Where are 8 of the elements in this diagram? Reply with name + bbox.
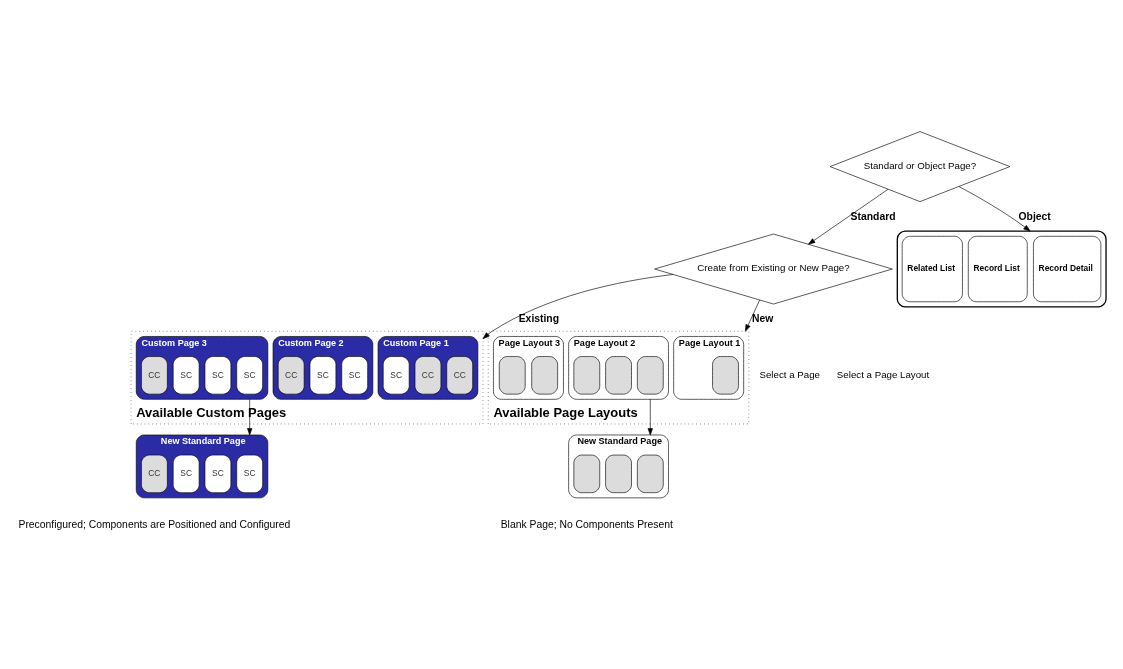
node-label: Preconfigured; Components are Positioned and Configured: [18, 519, 291, 531]
label: Select a Page Layout: [836, 368, 930, 380]
edge-label: Object: [1018, 210, 1051, 222]
edge-label: Standard: [850, 210, 896, 222]
label: Select a Page: [759, 368, 820, 380]
edge-label: Existing: [518, 313, 560, 325]
node-label: Blank Page; No Components Present: [500, 519, 673, 531]
edge-label: New: [752, 313, 774, 325]
